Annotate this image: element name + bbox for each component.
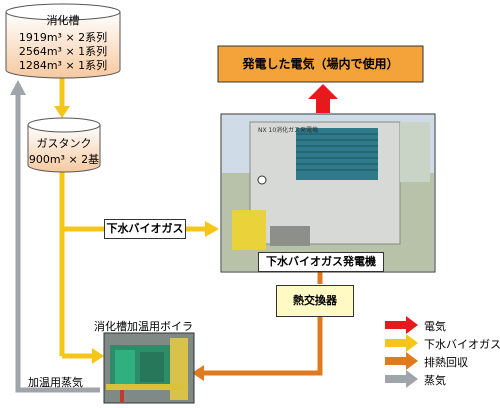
- legend-heat-recovery: 排熱回収: [424, 356, 468, 369]
- red-arrow-icon: [385, 316, 418, 334]
- biogas-arrowhead-generator: [205, 221, 219, 237]
- heat-line-2: [202, 316, 323, 376]
- legend-biogas: 下水バイオガス: [424, 338, 500, 351]
- generator-plate: NX 10消化ガス発電機: [258, 127, 319, 134]
- legend-steam: 蒸気: [424, 374, 446, 387]
- digestion-tank-cylinder: [5, 3, 121, 79]
- gas-tank-cylinder: [27, 117, 101, 173]
- biogas-flow-label: 下水バイオガス: [104, 219, 186, 239]
- legend-arrows: [385, 316, 418, 388]
- yellow-arrow-icon: [385, 334, 418, 352]
- generator-label: 下水バイオガス発電機: [258, 252, 384, 272]
- heat-exchanger: 熱交換器: [276, 285, 354, 317]
- boiler-label: 消化槽加温用ボイラ: [94, 320, 193, 333]
- legend-electricity: 電気: [424, 320, 446, 333]
- electricity-arrow: [308, 84, 338, 113]
- orange-arrow-icon: [385, 352, 418, 370]
- steam-arrowhead: [10, 80, 26, 95]
- digestion-tank-title: 消化槽: [46, 14, 80, 27]
- heat-arrowhead: [192, 365, 204, 381]
- output-box: 発電した電気（場内で使用）: [242, 57, 399, 71]
- output-box-bg: [217, 45, 424, 83]
- digestion-tank-line-3: 1284m³ × 1系列: [18, 59, 108, 72]
- steam-label: 加温用蒸気: [28, 376, 83, 389]
- digestion-tank-line-1: 1919m³ × 2系列: [18, 31, 108, 44]
- gray-arrow-icon: [385, 370, 418, 388]
- steam-line: [15, 95, 100, 393]
- digestion-tank-line-2: 2564m³ × 1系列: [18, 45, 108, 58]
- biogas-arrowhead-tank: [54, 106, 70, 118]
- gas-tank-title: ガスタンク: [36, 137, 92, 150]
- biogas-arrowhead-boiler: [92, 348, 104, 364]
- gas-tank-capacity: 900m³ × 2基: [28, 153, 100, 166]
